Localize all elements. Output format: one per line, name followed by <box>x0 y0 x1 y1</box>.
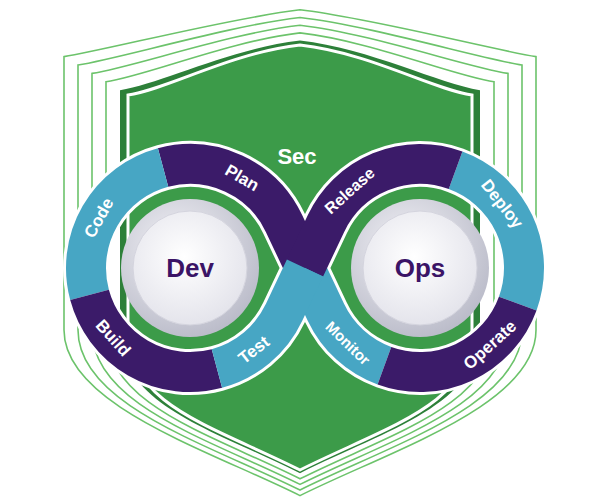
node-label: Sec <box>277 146 316 168</box>
circle-ring <box>351 199 489 337</box>
shield-body <box>128 45 472 470</box>
shield-outline <box>92 25 508 484</box>
shield-outline <box>78 18 522 491</box>
band-fill <box>217 268 305 368</box>
circle-core <box>133 211 247 325</box>
shield-outline <box>106 33 494 479</box>
shield-outline <box>64 10 536 496</box>
shield-rim <box>120 41 480 474</box>
node-label: Ops <box>395 255 446 281</box>
circle-ring <box>121 199 259 337</box>
node-label: Dev <box>166 255 214 281</box>
team-circle: Dev <box>120 198 260 338</box>
band-fill <box>90 295 217 372</box>
circle-core <box>363 211 477 325</box>
team-circle: Ops <box>350 198 490 338</box>
